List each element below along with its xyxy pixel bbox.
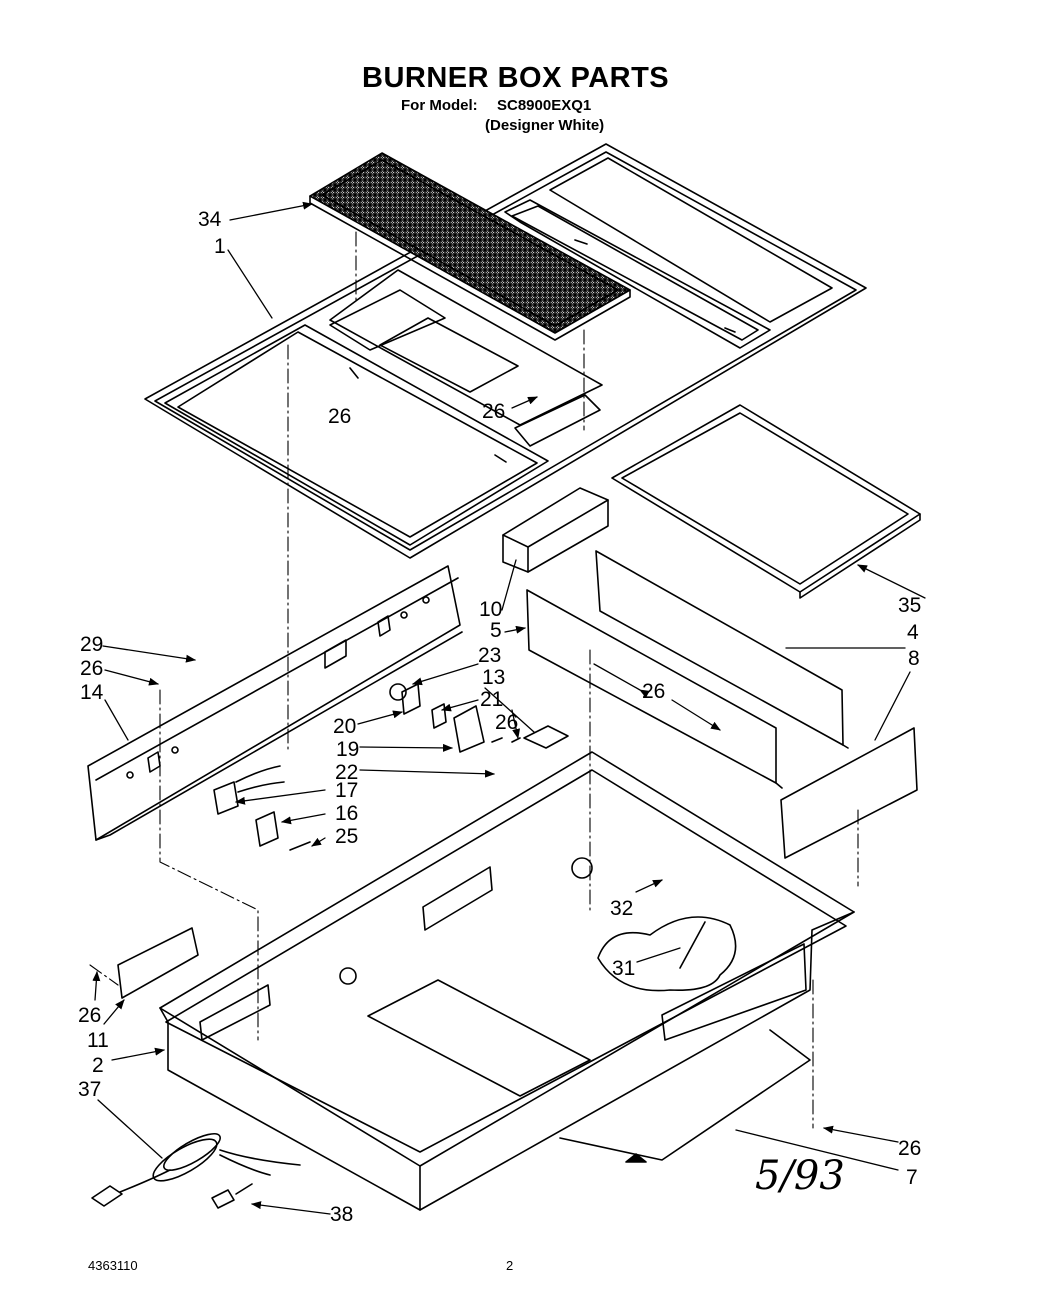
document-number: 4363110 bbox=[88, 1258, 138, 1273]
callout-5: 5 bbox=[490, 619, 502, 642]
side-panels bbox=[526, 550, 918, 859]
callout-20: 20 bbox=[333, 715, 357, 738]
callout-26-frame-center: 26 bbox=[482, 400, 506, 423]
alignment-lines bbox=[89, 231, 859, 1129]
callout-31: 31 bbox=[612, 957, 636, 980]
valve-hardware bbox=[389, 683, 569, 753]
page-title: BURNER BOX PARTS bbox=[362, 62, 670, 94]
page-number: 2 bbox=[506, 1258, 514, 1273]
burner-box bbox=[159, 751, 855, 1211]
callout-37: 37 bbox=[78, 1078, 102, 1101]
control-bracket bbox=[87, 565, 463, 841]
model-label: For Model: bbox=[401, 97, 478, 114]
callout-35: 35 bbox=[898, 594, 922, 617]
callout-26-bracket: 26 bbox=[80, 657, 104, 680]
drip-pan bbox=[611, 404, 921, 599]
callout-8: 8 bbox=[908, 647, 920, 670]
channel-bracket bbox=[502, 487, 609, 573]
callout-26-hardware: 26 bbox=[495, 711, 519, 734]
model-line: For Model: SC8900EXQ1 bbox=[401, 97, 591, 114]
access-cover bbox=[117, 927, 199, 999]
callout-2: 2 bbox=[92, 1054, 104, 1077]
callout-29: 29 bbox=[80, 633, 104, 656]
callout-26-bottom: 26 bbox=[898, 1137, 922, 1160]
callout-14: 14 bbox=[80, 681, 104, 704]
cooktop-frame bbox=[144, 143, 867, 559]
power-cord bbox=[91, 1133, 301, 1209]
callout-13: 13 bbox=[482, 666, 506, 689]
callout-32: 32 bbox=[610, 897, 634, 920]
callout-11: 11 bbox=[87, 1029, 109, 1052]
callout-17: 17 bbox=[335, 779, 359, 802]
model-number: SC8900EXQ1 bbox=[497, 97, 592, 114]
callout-26-cover: 26 bbox=[78, 1004, 102, 1027]
callout-4: 4 bbox=[907, 621, 919, 644]
leader-lines bbox=[92, 201, 926, 1215]
callout-22: 22 bbox=[335, 761, 359, 784]
callout-34: 34 bbox=[198, 208, 222, 231]
callout-16: 16 bbox=[335, 802, 359, 825]
callout-10: 10 bbox=[479, 598, 503, 621]
handwritten-date: 5/93 bbox=[755, 1153, 845, 1199]
switch-hardware bbox=[213, 765, 311, 851]
callout-1: 1 bbox=[214, 235, 226, 258]
callout-23: 23 bbox=[478, 644, 502, 667]
callout-7: 7 bbox=[906, 1166, 918, 1189]
model-variant: (Designer White) bbox=[485, 117, 605, 134]
callout-38: 38 bbox=[330, 1203, 354, 1226]
insulation-pad bbox=[597, 916, 737, 992]
callout-26-frame-left: 26 bbox=[328, 405, 352, 428]
callout-21: 21 bbox=[480, 688, 504, 711]
callout-25: 25 bbox=[335, 825, 359, 848]
callout-19: 19 bbox=[336, 738, 360, 761]
vent-grille bbox=[309, 152, 631, 341]
callout-26-panel: 26 bbox=[642, 680, 666, 703]
